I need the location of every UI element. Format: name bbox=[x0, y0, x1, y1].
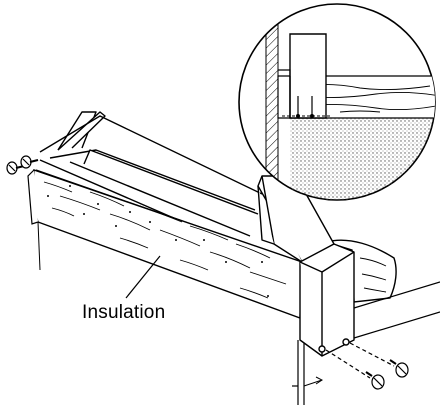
screws-right bbox=[325, 342, 409, 390]
insulation-right bbox=[323, 239, 397, 303]
insulation-leader-line bbox=[125, 255, 161, 299]
insulation-block bbox=[27, 169, 303, 319]
right-fin bbox=[257, 175, 335, 263]
insulation-label: Insulation bbox=[82, 302, 166, 323]
end-bracket bbox=[299, 243, 355, 357]
detail-inset bbox=[238, 3, 436, 201]
screws-left bbox=[6, 155, 39, 175]
floor-lines bbox=[292, 281, 440, 405]
